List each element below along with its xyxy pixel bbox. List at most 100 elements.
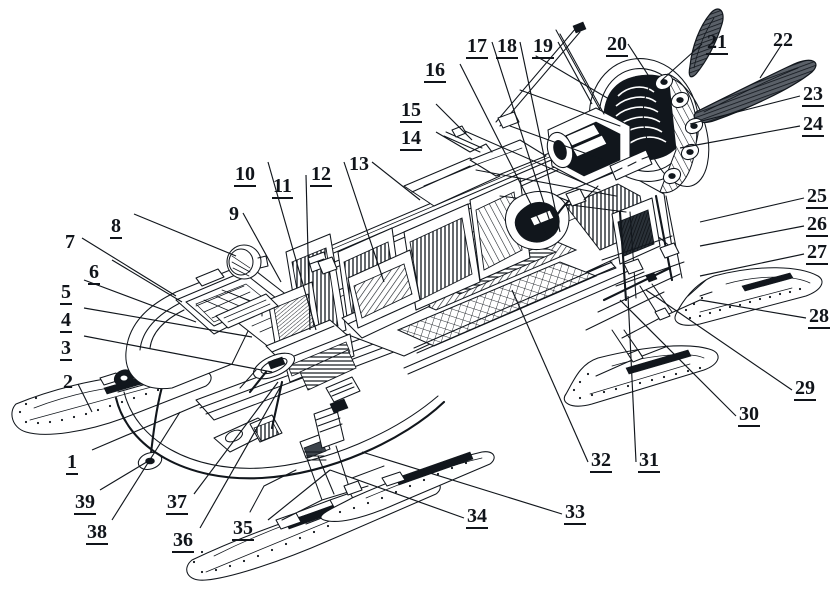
callout-number-30: 30 — [738, 404, 760, 427]
callout-number-text: 25 — [806, 185, 828, 209]
callout-leader-6 — [111, 259, 183, 303]
rear-ski-suspension — [585, 266, 707, 377]
callout-leader-27 — [699, 253, 805, 277]
callout-number-1: 1 — [66, 452, 78, 475]
callout-number-text: 32 — [590, 449, 612, 473]
callout-number-text: 28 — [808, 305, 830, 329]
callout-number-14: 14 — [400, 128, 422, 151]
callout-number-text: 35 — [232, 517, 254, 541]
callout-leader-9 — [242, 212, 282, 283]
callout-leader-29 — [645, 289, 793, 391]
callout-number-text: 5 — [60, 281, 72, 305]
callout-leader-7 — [81, 237, 177, 297]
callout-leader-10 — [267, 161, 317, 331]
callout-number-text: 16 — [424, 59, 446, 83]
callout-leader-28 — [699, 299, 807, 319]
callout-leader-23 — [689, 95, 801, 125]
callout-number-24: 24 — [802, 114, 824, 137]
callout-leader-2 — [77, 383, 93, 413]
callout-number-29: 29 — [794, 378, 816, 401]
callout-number-text: 4 — [60, 309, 72, 333]
callout-number-34: 34 — [466, 506, 488, 529]
callout-leader-39 — [99, 459, 151, 491]
callout-number-text: 7 — [65, 231, 75, 253]
callout-number-text: 23 — [802, 83, 824, 107]
callout-number-5: 5 — [60, 282, 72, 305]
callout-number-text: 15 — [400, 99, 422, 123]
callout-leader-31 — [627, 295, 637, 463]
callout-number-32: 32 — [590, 450, 612, 473]
callout-number-2: 2 — [62, 372, 74, 393]
callout-leader-5 — [83, 279, 197, 323]
callout-number-text: 38 — [86, 521, 108, 545]
callout-number-36: 36 — [172, 530, 194, 553]
callout-number-text: 26 — [806, 213, 828, 237]
callout-leader-33 — [361, 451, 563, 515]
callout-number-6: 6 — [88, 262, 100, 285]
callout-leader-34 — [329, 469, 465, 519]
callout-number-text: 31 — [638, 449, 660, 473]
callout-leader-32 — [511, 289, 589, 463]
callout-number-text: 24 — [802, 113, 824, 137]
callout-leader-36 — [199, 383, 283, 529]
callout-leader-38 — [111, 411, 181, 521]
callout-number-text: 36 — [172, 529, 194, 553]
callout-number-39: 39 — [74, 492, 96, 515]
callout-leader-35 — [267, 469, 331, 521]
callout-number-10: 10 — [234, 164, 256, 187]
callout-number-16: 16 — [424, 60, 446, 83]
callout-number-8: 8 — [110, 216, 122, 239]
callout-number-text: 33 — [564, 501, 586, 525]
callout-number-text: 39 — [74, 491, 96, 515]
callout-leader-12 — [343, 161, 385, 283]
rear-ski-left — [563, 345, 719, 407]
callout-number-23: 23 — [802, 84, 824, 107]
callout-leader-22 — [759, 43, 783, 79]
callout-number-text: 37 — [166, 491, 188, 515]
callout-number-text: 11 — [272, 175, 293, 199]
callout-number-text: 22 — [773, 29, 793, 51]
callout-number-7: 7 — [64, 232, 76, 253]
callout-leader-4 — [83, 307, 253, 338]
callout-leader-30 — [619, 299, 737, 417]
callout-number-12: 12 — [310, 164, 332, 187]
callout-number-33: 33 — [564, 502, 586, 525]
callout-leader-21 — [661, 43, 703, 81]
callout-number-13: 13 — [348, 154, 370, 175]
callout-number-35: 35 — [232, 518, 254, 541]
callout-leader-8 — [133, 213, 237, 257]
callout-leader-19 — [557, 41, 593, 105]
callout-number-18: 18 — [496, 36, 518, 59]
callout-leader-1 — [91, 403, 201, 451]
callout-number-text: 9 — [229, 203, 239, 225]
callout-number-text: 8 — [110, 215, 122, 239]
callout-number-11: 11 — [272, 176, 293, 199]
callout-number-text: 21 — [706, 31, 728, 55]
callout-leader-lines — [77, 41, 807, 529]
callout-number-20: 20 — [606, 34, 628, 57]
callout-number-text: 18 — [496, 35, 518, 59]
callout-leader-11 — [305, 174, 311, 331]
callout-leader-37 — [193, 381, 279, 495]
callout-leader-15 — [435, 103, 473, 141]
callout-leader-16 — [459, 63, 549, 239]
callout-number-38: 38 — [86, 522, 108, 545]
callout-number-text: 17 — [466, 35, 488, 59]
callout-number-text: 20 — [606, 33, 628, 57]
callout-number-31: 31 — [638, 450, 660, 473]
callout-leader-3 — [83, 335, 273, 373]
callout-number-28: 28 — [808, 306, 830, 329]
callout-leader-25 — [699, 197, 805, 223]
callout-number-17: 17 — [466, 36, 488, 59]
engine-assembly — [475, 8, 817, 302]
callout-number-text: 2 — [63, 371, 73, 393]
callout-number-text: 13 — [349, 153, 369, 175]
callout-number-text: 19 — [532, 35, 554, 59]
front-ski-suspension — [249, 398, 385, 521]
callout-number-text: 27 — [806, 241, 828, 265]
callout-number-text: 1 — [66, 451, 78, 475]
callout-number-37: 37 — [166, 492, 188, 515]
callout-leader-20 — [627, 43, 651, 79]
